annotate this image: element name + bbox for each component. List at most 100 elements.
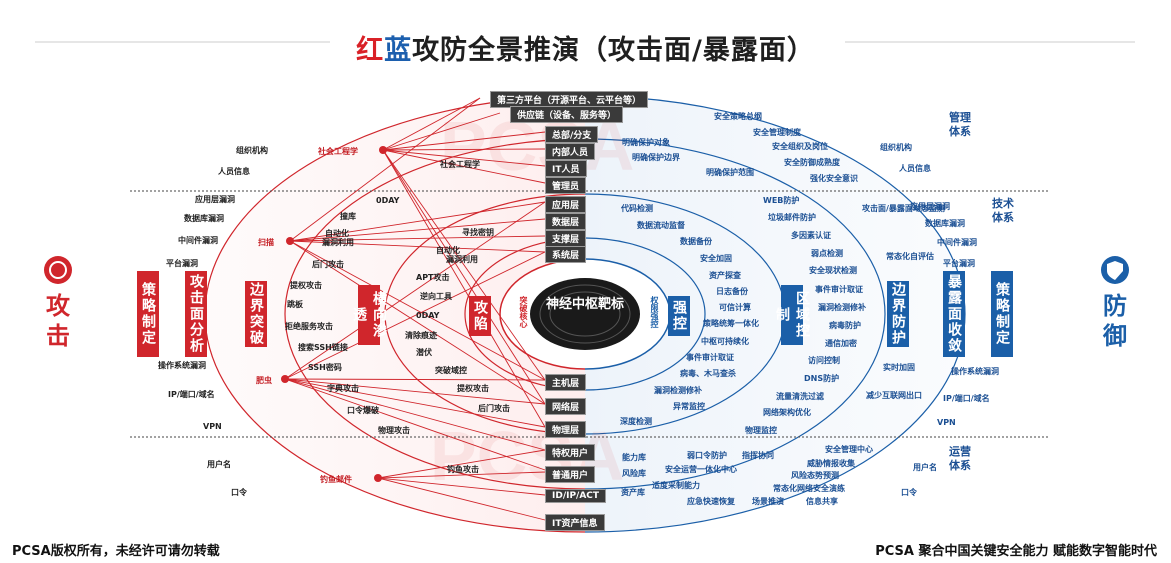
layer-tag: 管理员 xyxy=(545,177,587,194)
layer-tag: IT人员 xyxy=(545,160,587,177)
defense-measure-label: 中枢可持续化 xyxy=(701,337,749,346)
attack-technique-label: 自动化 xyxy=(325,229,349,238)
defense-measure-label: 安全组织及岗位 xyxy=(772,142,828,151)
attack-technique-label: 漏洞利用 xyxy=(322,238,354,247)
defense-measure-label: 数据备份 xyxy=(680,237,712,246)
defense-measure-label: 明确保护对象 xyxy=(622,138,670,147)
layer-tag: 系统层 xyxy=(545,246,587,263)
left-target-label: 口令 xyxy=(231,488,247,497)
defense-measure-label: 事件审计取证 xyxy=(686,353,734,362)
defense-measure-label: 指挥协同 xyxy=(742,451,774,460)
defense-measure-label: 常态化自评估 xyxy=(886,252,934,261)
title-blue: 蓝 xyxy=(384,35,413,66)
defense-measure-label: 流量清洗过滤 xyxy=(776,392,824,401)
attack-technique-label: 社会工程学 xyxy=(440,160,480,169)
attack-source-label: 钓鱼邮件 xyxy=(320,475,352,484)
right-target-label: 口令 xyxy=(901,488,917,497)
defense-measure-label: 明确保护边界 xyxy=(632,153,680,162)
right-target-label: 应用层漏洞 xyxy=(910,202,950,211)
attack-technique-label: 拒绝服务攻击 xyxy=(285,322,333,331)
attack-technique-label: 清除痕迹 xyxy=(405,331,437,340)
attack-technique-label: APT攻击 xyxy=(416,273,450,282)
right-target-label: VPN xyxy=(937,418,956,427)
attack-technique-label: 提权攻击 xyxy=(457,384,489,393)
attack-box-strategy: 策略制定 xyxy=(137,271,159,357)
defense-measure-label: 安全管理制度 xyxy=(753,128,801,137)
right-target-label: 人员信息 xyxy=(899,164,931,173)
defense-measure-label: 事件审计取证 xyxy=(815,285,863,294)
left-target-label: VPN xyxy=(203,422,222,431)
right-target-label: 中间件漏洞 xyxy=(937,238,977,247)
defense-measure-label: 访问控制 xyxy=(808,356,840,365)
attack-box-surface-analysis: 攻击面分析 xyxy=(185,271,207,357)
right-target-label: 平台漏洞 xyxy=(943,259,975,268)
defense-measure-label: 弱口令防护 xyxy=(687,451,727,460)
layer-tag: 特权用户 xyxy=(545,444,596,461)
layer-tag: 供应链（设备、服务等） xyxy=(510,106,624,123)
attack-technique-label: 漏洞利用 xyxy=(446,255,478,264)
attack-technique-label: 字典攻击 xyxy=(327,384,359,393)
title-red: 红 xyxy=(356,35,385,66)
attack-side-label: 攻击 xyxy=(46,292,70,350)
category-ops: 运营体系 xyxy=(949,445,971,472)
defense-measure-label: 多因素认证 xyxy=(791,231,831,240)
defense-measure-label: 安全策略总纲 xyxy=(714,112,762,121)
right-target-label: 组织机构 xyxy=(880,143,912,152)
defense-measure-label: 异常监控 xyxy=(673,402,705,411)
left-target-label: 组织机构 xyxy=(236,146,268,155)
defense-measure-label: 弱点检测 xyxy=(811,249,843,258)
defense-measure-label: 病毒防护 xyxy=(829,321,861,330)
defense-measure-label: 明确保护范围 xyxy=(706,168,754,177)
source-dots xyxy=(281,146,387,482)
attack-technique-label: 后门攻击 xyxy=(312,260,344,269)
attack-technique-label: SSH密码 xyxy=(308,363,342,372)
attack-technique-label: 0DAY xyxy=(416,311,440,320)
defense-box-zone: 区域控制 xyxy=(774,285,810,345)
defense-measure-label: DNS防护 xyxy=(804,374,840,383)
defense-measure-label: 病毒、木马查杀 xyxy=(680,369,736,378)
attack-technique-label: 后门攻击 xyxy=(478,404,510,413)
attack-technique-label: 口令爆破 xyxy=(347,406,379,415)
left-target-label: 数据库漏洞 xyxy=(184,214,224,223)
title-rest: 攻防全景推演（攻击面/暴露面） xyxy=(412,35,815,66)
attack-arrows xyxy=(284,97,546,521)
attack-box-compromise: 攻陷 xyxy=(469,296,491,336)
defense-box-strong: 强控 xyxy=(668,296,690,336)
defense-ring-label: 权限强控 xyxy=(650,296,659,328)
defense-measure-label: 资产探查 xyxy=(709,271,741,280)
defense-measure-label: 强化安全意识 xyxy=(810,174,858,183)
attack-technique-label: 逆向工具 xyxy=(420,292,452,301)
svg-text:PCSA: PCSA xyxy=(430,417,624,495)
defense-measure-label: 深度检测 xyxy=(620,417,652,426)
attack-technique-label: 钓鱼攻击 xyxy=(447,465,479,474)
attack-source-label: 社会工程学 xyxy=(318,147,358,156)
defense-measure-label: 策略统筹一体化 xyxy=(703,319,759,328)
defense-measure-label: 漏洞检测修补 xyxy=(654,386,702,395)
defense-measure-label: 风险态势预测 xyxy=(791,471,839,480)
right-target-label: IP/端口/域名 xyxy=(943,394,990,403)
attack-technique-label: 搜索SSH链接 xyxy=(298,343,348,352)
defense-measure-label: 资产库 xyxy=(621,488,645,497)
defense-measure-label: 攻击面/暴露面动态监测 xyxy=(862,204,945,213)
left-target-label: 平台漏洞 xyxy=(166,259,198,268)
defense-measure-label: 威胁情报收集 xyxy=(807,459,855,468)
attack-technique-label: 物理攻击 xyxy=(378,426,410,435)
layer-tag: 数据层 xyxy=(545,213,587,230)
category-management: 管理体系 xyxy=(949,111,971,138)
right-target-label: 操作系统漏洞 xyxy=(951,367,999,376)
layer-tag: IT资产信息 xyxy=(545,514,605,531)
layer-tag: 总部/分支 xyxy=(545,126,599,143)
layer-tag: 内部人员 xyxy=(545,143,596,160)
defense-box-strategy: 策略制定 xyxy=(991,271,1013,357)
defense-measure-label: 垃圾邮件防护 xyxy=(768,213,816,222)
defense-measure-label: 实时加固 xyxy=(883,363,915,372)
defense-measure-label: 漏洞检测修补 xyxy=(818,303,866,312)
attack-technique-label: 潜伏 xyxy=(416,348,432,357)
defense-measure-label: 风险库 xyxy=(622,469,646,478)
right-target-label: 数据库漏洞 xyxy=(925,219,965,228)
defense-measure-label: 代码检测 xyxy=(621,204,653,213)
left-target-label: 操作系统漏洞 xyxy=(158,361,206,370)
defense-box-exposure: 暴露面收敛 xyxy=(943,271,965,357)
defense-measure-label: 安全运营一体化中心 xyxy=(665,465,737,474)
